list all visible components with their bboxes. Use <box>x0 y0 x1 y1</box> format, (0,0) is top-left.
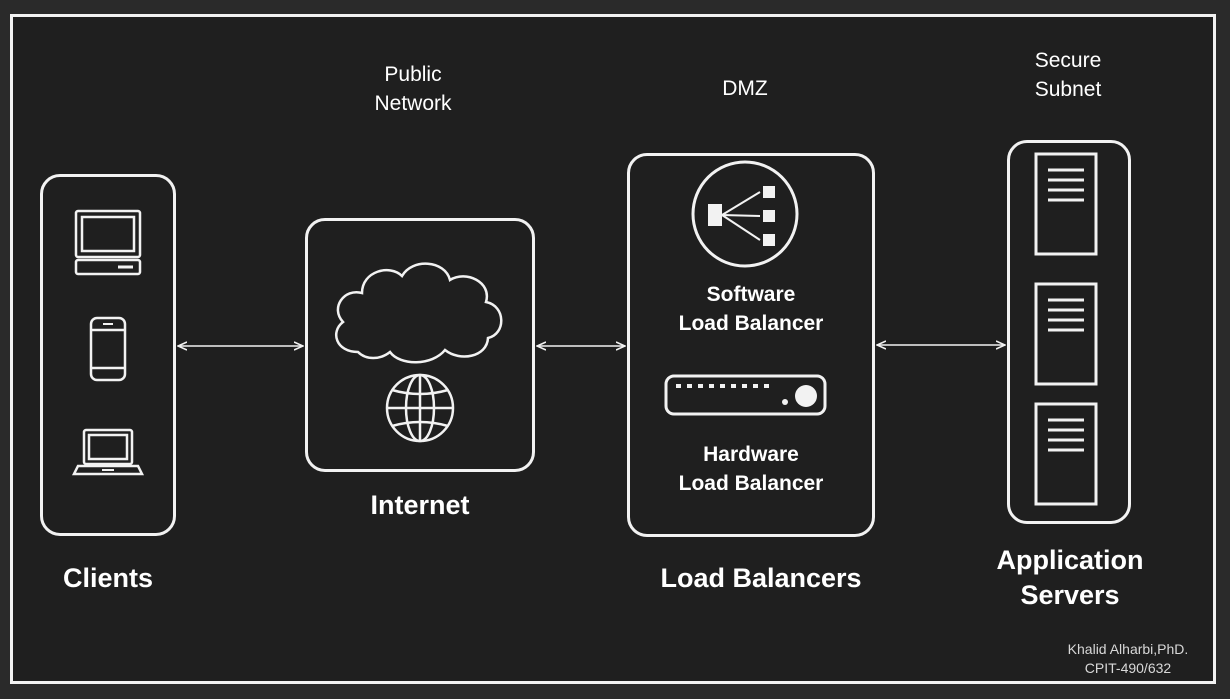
network-appliance-icon <box>664 374 827 416</box>
globe-icon <box>385 373 455 443</box>
load-balancers-box <box>627 153 875 537</box>
zone-label-dmz: DMZ <box>722 77 768 100</box>
author-credit: Khalid Alharbi,PhD.CPIT-490/632 <box>1067 641 1189 676</box>
app-servers-box <box>1007 140 1131 524</box>
internet-title: Internet <box>370 490 470 520</box>
desktop-monitor-icon <box>74 209 142 276</box>
server-rack-icon <box>1034 282 1098 386</box>
cloud-icon <box>334 262 503 364</box>
smartphone-icon <box>89 316 127 382</box>
internet-box <box>305 218 535 472</box>
load-balancers-title: Load Balancers <box>660 563 862 593</box>
load-balancer-distribution-icon <box>691 160 799 268</box>
server-rack-icon <box>1034 152 1098 256</box>
clients-box <box>40 174 176 536</box>
laptop-icon <box>71 428 145 476</box>
clients-title: Clients <box>62 563 154 593</box>
server-rack-icon <box>1034 402 1098 506</box>
